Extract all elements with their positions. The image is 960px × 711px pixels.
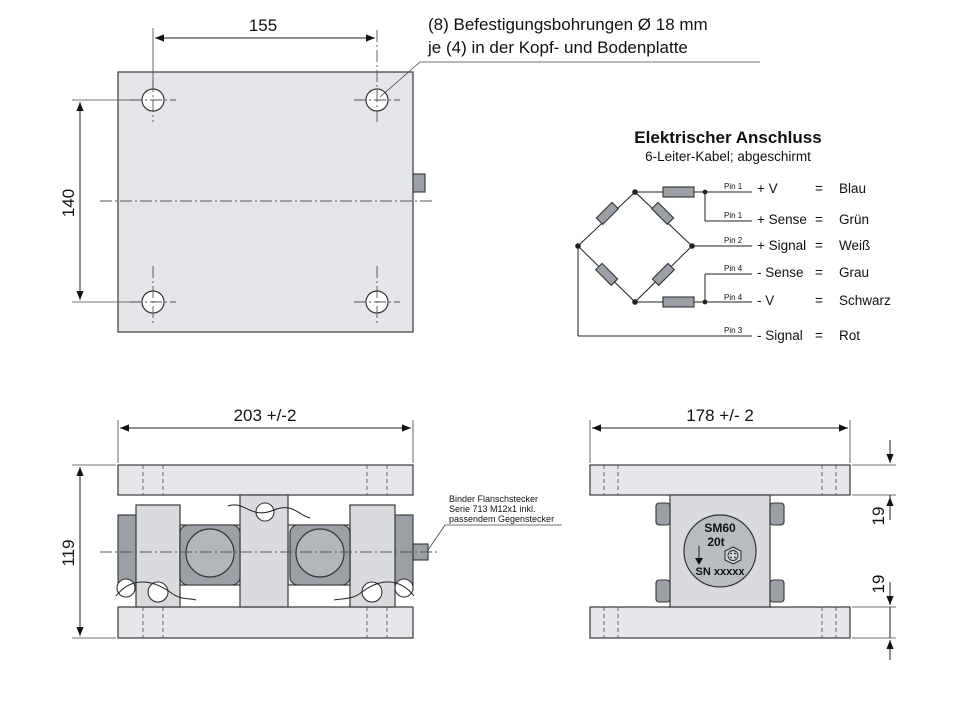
pin-signal: - Signal [757, 328, 803, 343]
pin-color: Weiß [839, 238, 870, 253]
resistor-2 [650, 201, 675, 226]
compensation-resistor-bottom [662, 296, 695, 308]
front-rollers [179, 524, 351, 586]
top-height-dimension: 140 [59, 189, 78, 217]
connector-note-line1: Binder Flanschstecker [449, 494, 538, 504]
pin-signal: + V [757, 181, 778, 196]
pin-signal: - Sense [757, 265, 804, 280]
hole-note-line1: (8) Befestigungsbohrungen Ø 18 mm [428, 15, 708, 34]
pin-label: Pin 1 [724, 211, 743, 220]
pin-color: Schwarz [839, 293, 891, 308]
pin-color: Blau [839, 181, 866, 196]
pin-signal: + Signal [757, 238, 806, 253]
connector-note-line3: passendem Gegenstecker [449, 514, 554, 524]
pin-color: Rot [839, 328, 860, 343]
load-arrow-icon [695, 546, 703, 565]
front-top-plate [117, 464, 414, 496]
side-width-dimension: 178 +/- 2 [686, 406, 754, 425]
front-width-dimension: 203 +/-2 [234, 406, 297, 425]
resistor-1 [595, 201, 620, 226]
side-view: SM60 20t SN xxxxx 178 +/- 2 19 19 [589, 406, 896, 660]
pin-eq: = [815, 293, 823, 308]
pin-color: Grün [839, 212, 869, 227]
pin-signal: - V [757, 293, 774, 308]
pin-eq: = [815, 328, 823, 343]
label-serial: SN xxxxx [696, 566, 746, 578]
compensation-resistor-top [662, 186, 695, 198]
pin-color: Grau [839, 265, 869, 280]
label-capacity: 20t [707, 535, 724, 549]
pin-eq: = [815, 265, 823, 280]
connector-socket-icon [724, 546, 742, 565]
left-roller [185, 528, 235, 578]
wheatstone-bridge [577, 191, 693, 303]
pin-eq: = [815, 181, 823, 196]
resistor-3 [594, 262, 619, 287]
pin-signal: + Sense [757, 212, 807, 227]
pin-eq: = [815, 212, 823, 227]
front-view: 203 +/-2 119 Binder Flanschstecker Serie… [59, 406, 562, 639]
front-bottom-plate [117, 606, 414, 639]
side-bottom-plate [589, 606, 851, 639]
side-top-plate [589, 464, 851, 496]
front-height-dimension: 119 [59, 539, 78, 566]
side-clips [655, 502, 785, 603]
top-plate [117, 71, 414, 333]
hole-note-line2: je (4) in der Kopf- und Bodenplatte [427, 38, 688, 57]
pin-table: Pin 1 + V = Blau Pin 1 + Sense = Grün Pi… [724, 181, 891, 343]
identification-plate [683, 514, 757, 588]
pin-label: Pin 1 [724, 182, 743, 191]
retaining-clips [115, 502, 415, 603]
resistor-4 [651, 262, 676, 287]
top-connector [412, 173, 426, 193]
pin-label: Pin 3 [724, 326, 743, 335]
pin-label: Pin 2 [724, 236, 743, 245]
top-view: 155 140 (8) Befestigungsbohrungen Ø 18 m… [59, 15, 760, 333]
electrical-connection: Elektrischer Anschluss 6-Leiter-Kabel; a… [575, 128, 891, 343]
connector-note-line2: Serie 713 M12x1 inkl. [449, 504, 536, 514]
label-model: SM60 [704, 521, 736, 535]
electrical-subtitle: 6-Leiter-Kabel; abgeschirmt [645, 149, 811, 164]
pin-label: Pin 4 [724, 264, 743, 273]
top-width-dimension: 155 [249, 16, 277, 35]
bottom-plate-thickness-dimension: 19 [869, 575, 888, 594]
bridge-resistors [594, 201, 676, 287]
right-roller [295, 528, 345, 578]
top-plate-thickness-dimension: 19 [869, 507, 888, 526]
pin-label: Pin 4 [724, 293, 743, 302]
connector-leader [427, 524, 446, 551]
pin-eq: = [815, 238, 823, 253]
electrical-title: Elektrischer Anschluss [634, 128, 821, 147]
hole-leader-line [379, 61, 421, 98]
